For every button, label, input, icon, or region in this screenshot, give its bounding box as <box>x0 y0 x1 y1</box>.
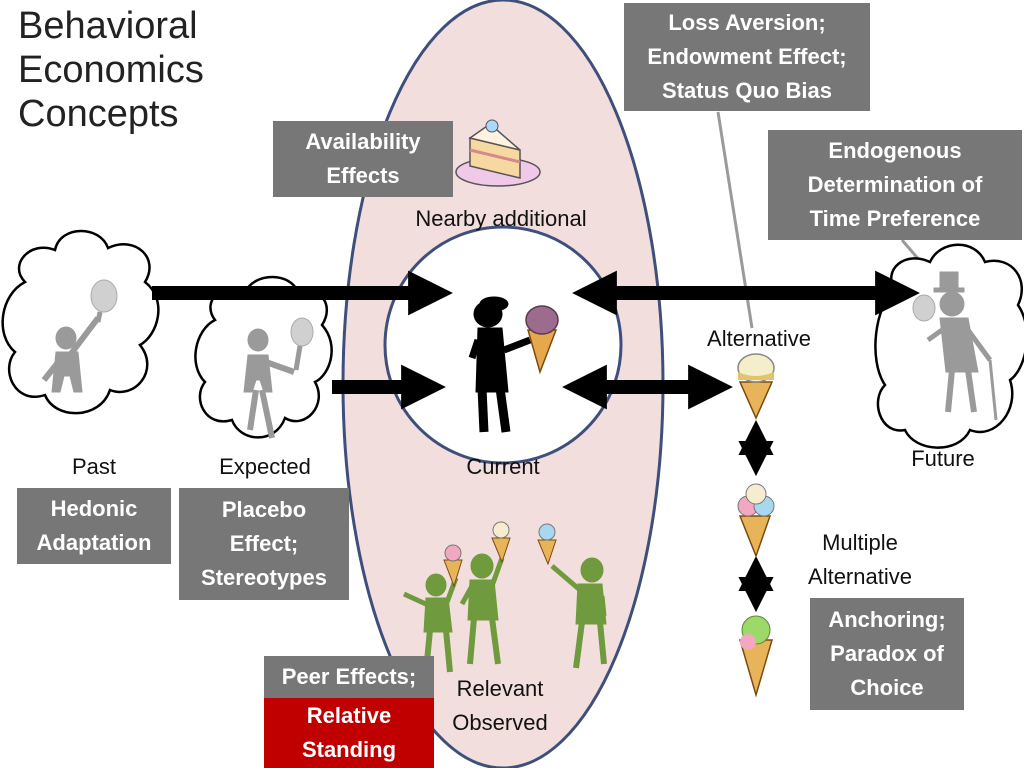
ice-cream-cone-icon <box>737 353 775 420</box>
box-line: Paradox of <box>830 641 944 666</box>
nearby-additional-label: Nearby additional <box>415 206 587 231</box>
box-line: Status Quo Bias <box>662 78 832 103</box>
box-line: Peer Effects; <box>281 664 417 689</box>
box-line: Anchoring; <box>828 607 946 632</box>
anchoring-box: Anchoring; Paradox of Choice <box>810 598 964 710</box>
box-line: Relative <box>306 703 392 728</box>
ice-cream-cone-icon <box>739 615 773 698</box>
ice-cream-cone-icon <box>525 305 559 375</box>
relevant-observed-label: Relevant Observed <box>440 672 560 740</box>
box-line: Hedonic <box>50 496 138 521</box>
expected-person-icon <box>243 317 314 439</box>
observed-person-icon <box>459 553 505 665</box>
box-line: Standing <box>301 737 397 762</box>
label-line: Alternative <box>808 564 912 589</box>
title-line: Behavioral <box>18 5 198 47</box>
availability-effects-box: Availability Effects <box>273 121 453 197</box>
box-line: Effects <box>326 163 400 188</box>
alternative-label: Alternative <box>707 326 811 351</box>
page-title: Behavioral Economics Concepts <box>18 4 204 136</box>
multiple-alternative-label: Multiple Alternative <box>790 526 930 594</box>
label-line: Observed <box>452 710 548 735</box>
endogenous-time-preference-box: Endogenous Determination of Time Prefere… <box>768 130 1022 240</box>
current-label: Current <box>466 454 540 479</box>
box-line: Stereotypes <box>201 565 327 590</box>
thought-cloud-icon <box>1 229 160 415</box>
box-line: Effect; <box>229 531 299 556</box>
expected-label: Expected <box>219 454 311 479</box>
title-line: Economics <box>18 49 204 91</box>
box-line: Placebo <box>221 497 307 522</box>
person-with-ice-cream-icon <box>468 296 532 433</box>
past-label: Past <box>71 454 117 479</box>
box-line: Endogenous <box>828 138 962 163</box>
ice-cream-cone-icon <box>491 521 511 564</box>
ice-cream-cone-icon <box>537 523 557 566</box>
label-line: Multiple <box>822 530 898 555</box>
hedonic-adaptation-box: Hedonic Adaptation <box>17 488 171 564</box>
box-line: Endowment Effect; <box>647 44 847 69</box>
label-line: Relevant <box>456 676 544 701</box>
cake-icon <box>455 119 541 187</box>
box-line: Time Preference <box>809 206 981 231</box>
loss-aversion-box: Loss Aversion; Endowment Effect; Status … <box>624 3 870 111</box>
future-label: Future <box>911 446 975 471</box>
relative-standing-box: Relative Standing <box>264 698 434 768</box>
ice-cream-cone-icon <box>737 483 775 559</box>
box-line: Adaptation <box>36 530 152 555</box>
box-line: Availability <box>305 129 421 154</box>
observed-person-icon <box>550 557 607 669</box>
title-line: Concepts <box>18 93 179 135</box>
peer-effects-box: Peer Effects; <box>264 656 434 698</box>
ice-cream-cone-icon <box>443 544 463 588</box>
box-line: Loss Aversion; <box>668 10 826 35</box>
placebo-effect-box: Placebo Effect; Stereotypes <box>179 488 349 600</box>
box-line: Determination of <box>807 172 983 197</box>
past-person-icon <box>41 279 118 393</box>
box-line: Choice <box>850 675 924 700</box>
